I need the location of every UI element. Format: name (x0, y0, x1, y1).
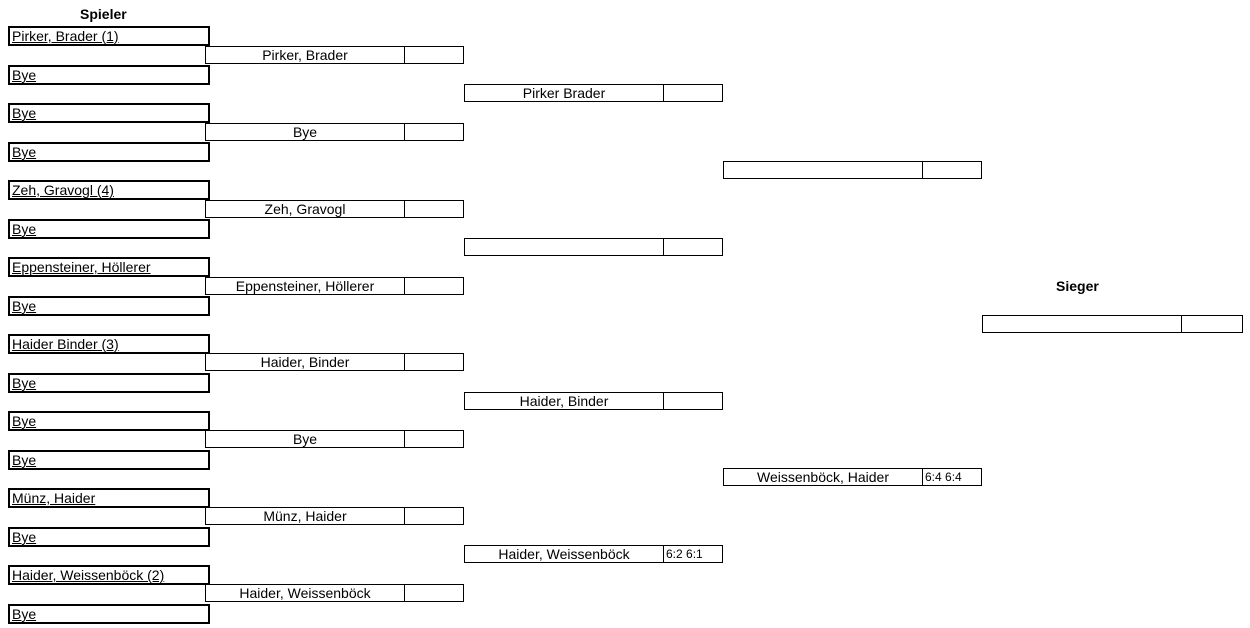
team-name (465, 239, 664, 255)
player-entry: Bye (8, 296, 210, 316)
score-cell (664, 239, 722, 255)
player-entry: Bye (8, 527, 210, 547)
team-name: Zeh, Gravogl (206, 201, 405, 217)
winner-header: Sieger (1056, 278, 1099, 294)
team-name (983, 316, 1182, 332)
round2-match: Haider, Binder (205, 353, 464, 371)
score-cell (405, 585, 463, 601)
team-name (724, 162, 923, 178)
score-cell (405, 431, 463, 447)
team-name: Pirker Brader (465, 85, 664, 101)
team-name: Weissenböck, Haider (724, 469, 923, 485)
round2-match: Pirker, Brader (205, 46, 464, 64)
team-name: Haider, Binder (206, 354, 405, 370)
team-name: Eppensteiner, Höllerer (206, 278, 405, 294)
round3-match: Haider, Binder (464, 392, 723, 410)
round2-match: Zeh, Gravogl (205, 200, 464, 218)
score-cell (405, 47, 463, 63)
final-match (982, 315, 1243, 333)
player-entry: Bye (8, 219, 210, 239)
player-entry: Zeh, Gravogl (4) (8, 180, 210, 200)
score-cell (405, 278, 463, 294)
team-name: Bye (206, 431, 405, 447)
player-entry: Pirker, Brader (1) (8, 26, 210, 46)
round2-match: Bye (205, 123, 464, 141)
score-cell (405, 508, 463, 524)
player-entry: Bye (8, 373, 210, 393)
round2-match: Eppensteiner, Höllerer (205, 277, 464, 295)
player-entry: Bye (8, 142, 210, 162)
score-cell (664, 85, 722, 101)
player-entry: Bye (8, 411, 210, 431)
score-cell (405, 354, 463, 370)
score-cell: 6:2 6:1 (666, 547, 703, 561)
score-cell (1182, 316, 1242, 332)
round4-match (723, 161, 982, 179)
player-entry: Bye (8, 65, 210, 85)
round3-match: Pirker Brader (464, 84, 723, 102)
team-name: Pirker, Brader (206, 47, 405, 63)
player-entry: Bye (8, 103, 210, 123)
player-entry: Bye (8, 450, 210, 470)
player-entry: Münz, Haider (8, 488, 210, 508)
score-cell (923, 162, 981, 178)
round2-match: Haider, Weissenböck (205, 584, 464, 602)
score-cell (405, 124, 463, 140)
score-cell (405, 201, 463, 217)
team-name: Haider, Weissenböck (465, 546, 664, 562)
round2-match: Bye (205, 430, 464, 448)
score-cell (664, 393, 722, 409)
team-name: Bye (206, 124, 405, 140)
player-entry: Haider, Weissenböck (2) (8, 565, 210, 585)
score-cell: 6:4 6:4 (925, 470, 962, 484)
round2-match: Münz, Haider (205, 507, 464, 525)
players-header: Spieler (80, 6, 127, 22)
team-name: Haider, Binder (465, 393, 664, 409)
player-entry: Bye (8, 604, 210, 624)
player-entry: Haider Binder (3) (8, 334, 210, 354)
round3-match (464, 238, 723, 256)
team-name: Münz, Haider (206, 508, 405, 524)
player-entry: Eppensteiner, Höllerer (8, 257, 210, 277)
team-name: Haider, Weissenböck (206, 585, 405, 601)
